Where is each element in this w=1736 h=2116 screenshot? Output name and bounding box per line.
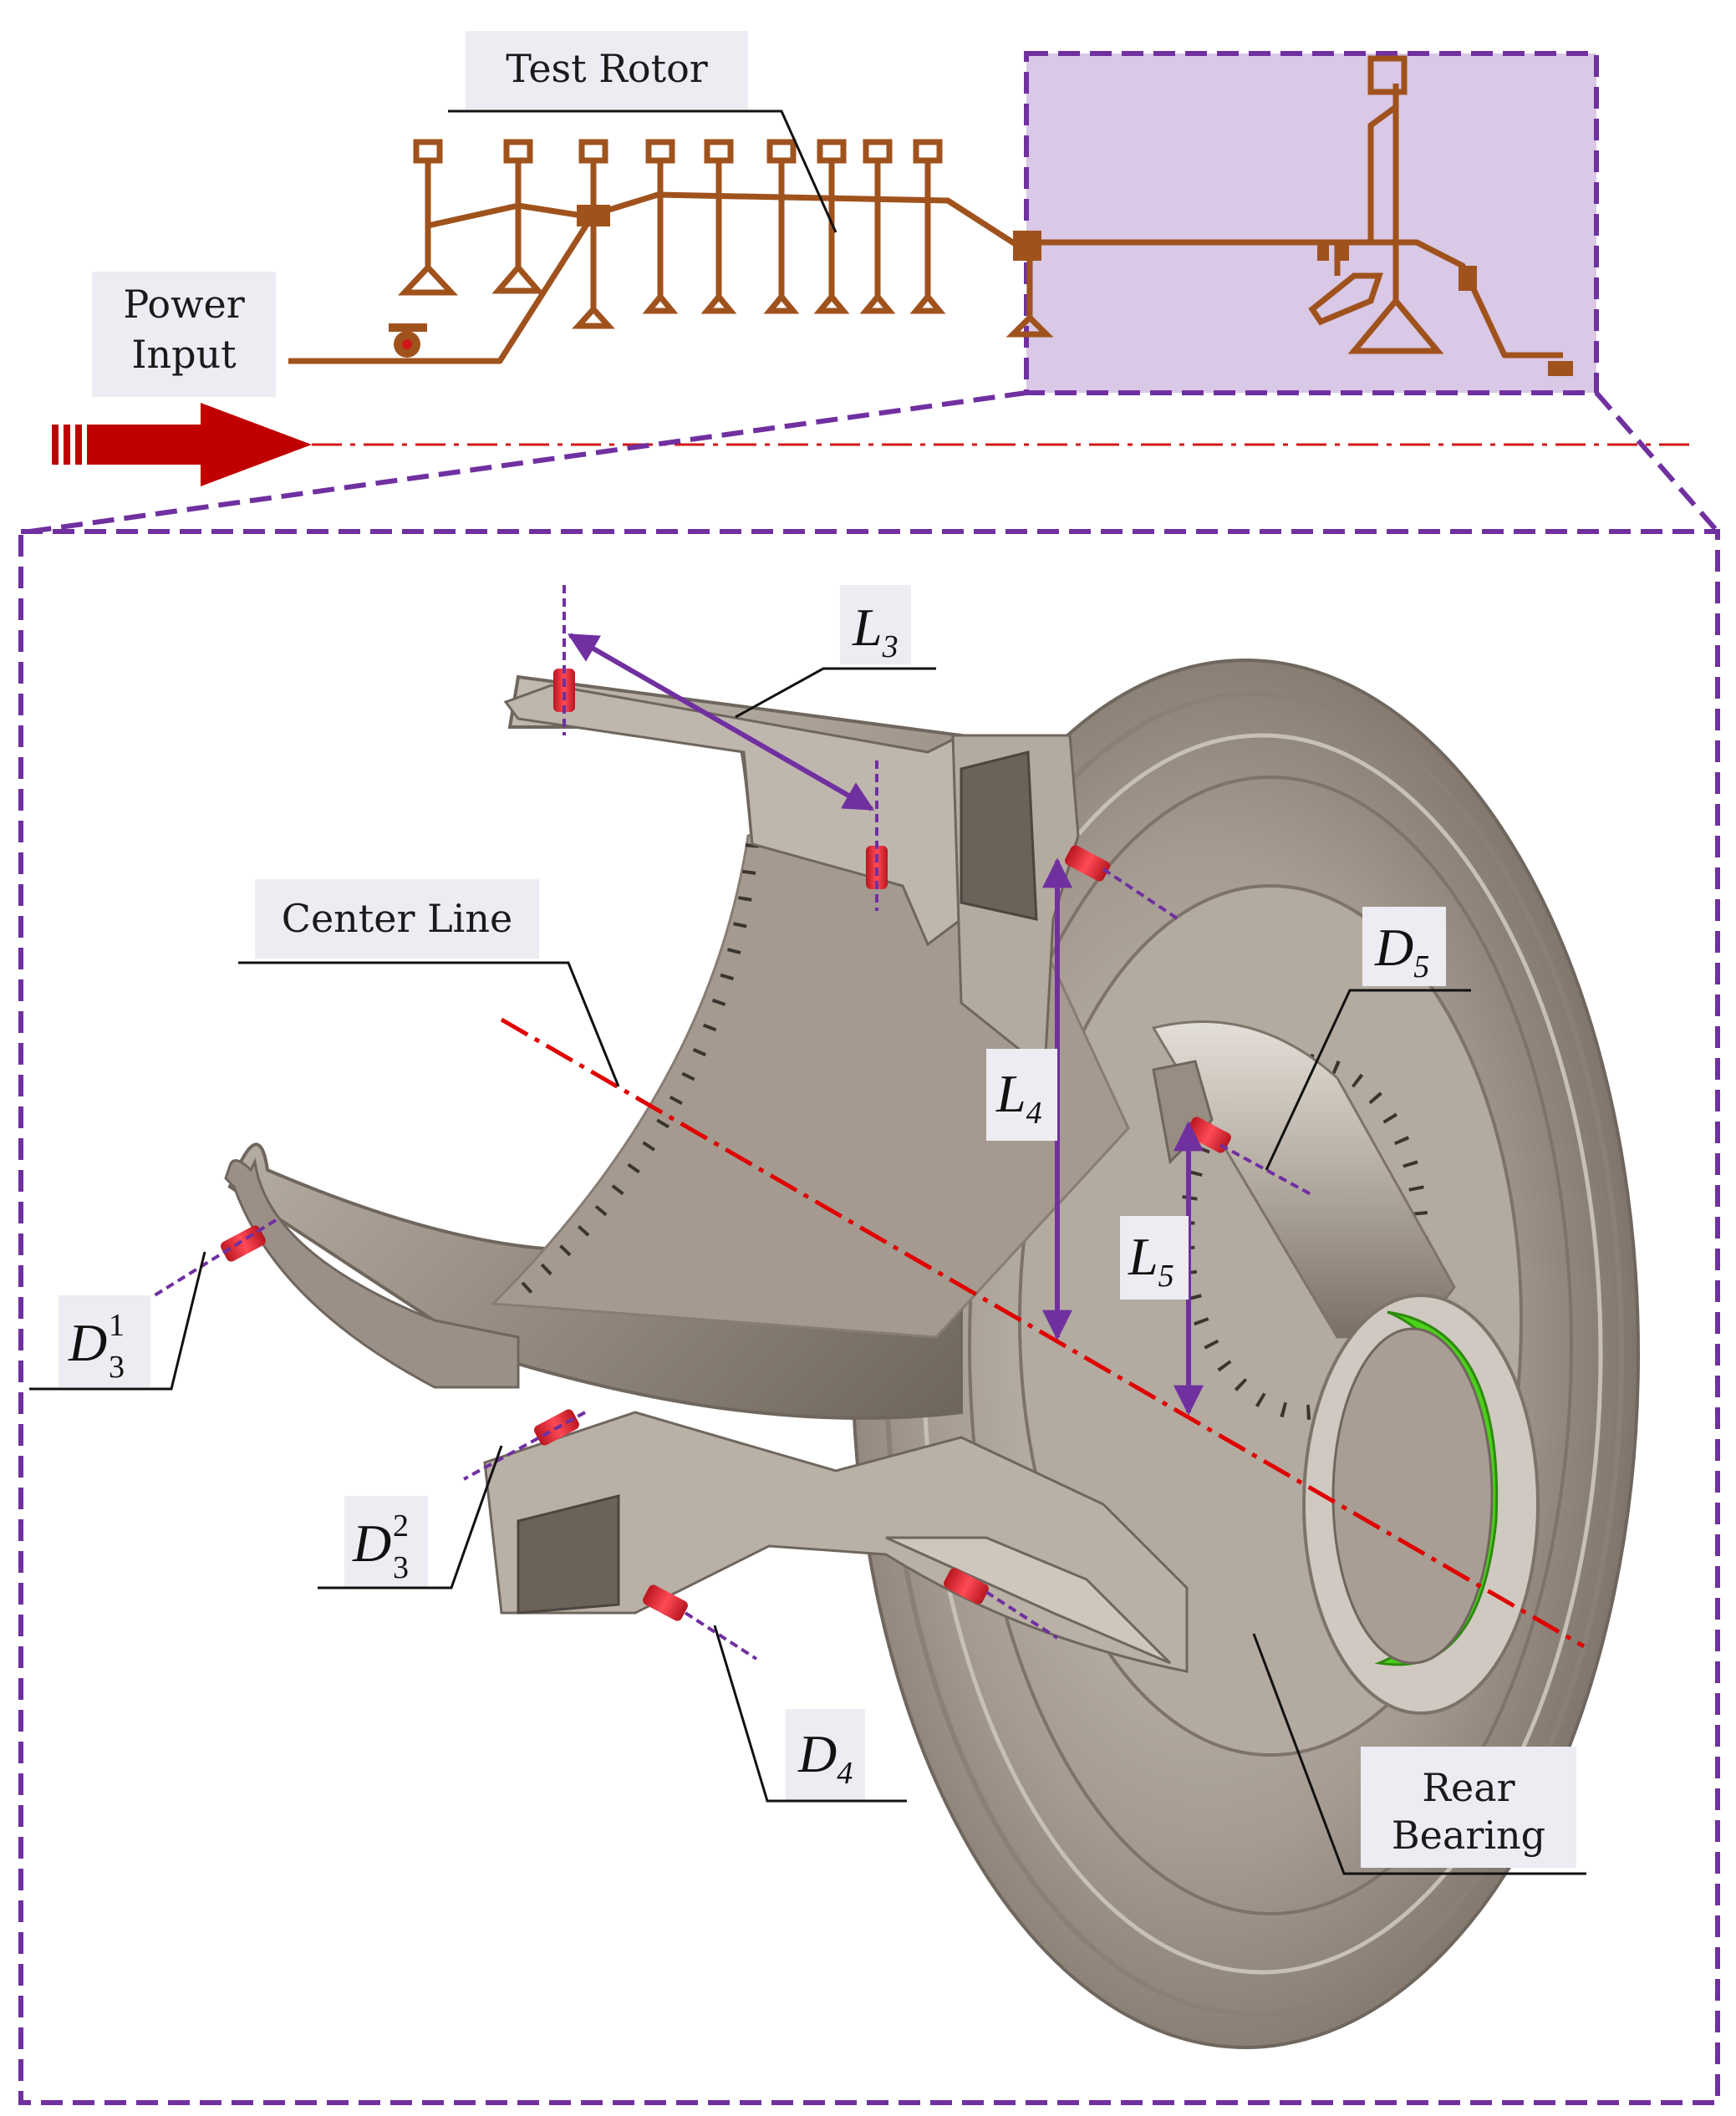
l5-sub: 5 [1158,1259,1174,1294]
svg-text:D4: D4 [797,1724,853,1791]
d3-2-sup: 2 [393,1508,409,1544]
label-d4: D4 [713,1625,907,1803]
label-l4: L4 [986,1049,1057,1141]
label-d5: D5 [1265,907,1471,1171]
l4-sub: 4 [1026,1096,1042,1131]
label-rear-bearing: Rear Bearing [1252,1633,1586,1875]
svg-text:D5: D5 [1374,918,1429,984]
sensor-bearing [944,1568,989,1605]
l4-letter: L [995,1064,1026,1123]
svg-text:D: D [68,1313,107,1372]
sensor-d4 [643,1584,688,1621]
rear-bearing-label-line2: Bearing [1392,1813,1545,1858]
d5-sub: 5 [1413,949,1429,984]
dim-l3 [567,633,875,811]
center-line-label: Center Line [282,896,512,941]
test-rotor-label: Test Rotor [506,46,708,91]
label-d3-2: D 2 3 [318,1445,503,1590]
d4-sub: 4 [837,1756,853,1791]
power-input-label-group: Power Input [92,272,276,397]
svg-text:L5: L5 [1128,1227,1174,1294]
flow-arrow [52,403,312,486]
d5-letter: D [1374,918,1413,977]
label-center-line: Center Line [238,879,620,1087]
power-input-label-line2: Input [131,332,237,377]
svg-text:L3: L3 [852,598,899,664]
l3-letter: L [852,598,883,657]
label-l5: L5 [1120,1216,1189,1300]
sensor-l4 [1065,845,1110,882]
test-rotor-label-group: Test Rotor [448,31,837,233]
l5-letter: L [1128,1227,1158,1286]
rotor-3d-illustration [224,659,1640,2049]
d3-1-letter: D [68,1313,107,1372]
d3-1-sub: 3 [109,1350,125,1385]
d4-letter: D [797,1724,837,1783]
sensor-d3-1 [221,1225,266,1262]
zoom-region [1024,51,1599,395]
rotor-blades [397,139,1054,338]
d3-2-letter: D [352,1513,391,1573]
power-input-label-line1: Power [123,282,244,327]
label-d3-1: D 1 3 [29,1251,206,1391]
label-l3: L3 [735,585,936,719]
rear-bearing-label-line1: Rear [1422,1765,1515,1810]
sensor-axis-lines [153,585,1313,1661]
zoom-center-line [500,1017,1586,1649]
svg-text:D: D [352,1513,391,1573]
svg-text:L4: L4 [995,1064,1042,1131]
zoom-panel [18,529,1720,2105]
rotor-schematic [288,51,1599,395]
l3-sub: 3 [882,629,899,664]
d3-1-sup: 1 [109,1308,125,1343]
d3-2-sub: 3 [393,1550,409,1585]
